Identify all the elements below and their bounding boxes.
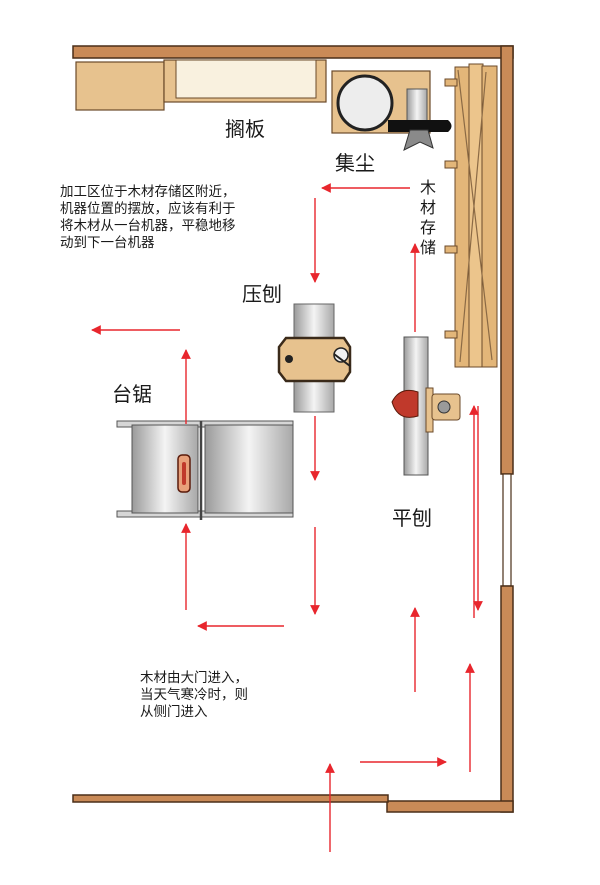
wall-right-lower [500,585,514,813]
dust-motor [406,88,428,124]
dust-duct [388,120,452,132]
rack-bracket-1 [444,78,458,87]
lumber-board-3 [481,65,498,368]
shelf-box-left [75,61,165,111]
jointer-label: 平刨 [392,506,432,530]
jointer-guard [391,389,419,418]
side-door [502,473,512,587]
saw-label: 台锯 [112,382,152,406]
planer-label: 压刨 [242,282,282,306]
jointer [391,336,461,476]
dust-fan [403,129,434,151]
table-saw [116,420,294,520]
entry-note: 木材由大门进入， 当天气寒冷时，则 从侧门进入 [140,670,248,720]
planer-knob [285,355,293,363]
shelf-label: 搁板 [225,117,265,141]
planer-body [277,336,352,383]
wall-top [72,45,514,59]
layout-note: 加工区位于木材存储区附近， 机器位置的摆放，应该有利于 将木材从一台机器，平稳地… [60,184,236,251]
wall-right-upper [500,45,514,475]
dust-drum [336,74,394,132]
walls [72,45,514,813]
lumber-rack [444,63,498,368]
shelf-unit [75,59,327,111]
rack-bracket-2 [444,160,458,169]
lumber-board-2 [468,63,484,368]
shelf-inset [175,59,317,99]
saw-table-right [204,424,294,514]
storage-label: 木材存储 [419,178,436,257]
rack-bracket-3 [444,245,458,254]
dust-label: 集尘 [335,151,375,175]
thickness-planer [277,303,352,413]
wall-bottom-right [386,800,514,813]
wall-bottom-left [72,794,389,803]
rack-bracket-4 [444,330,458,339]
flow-arrows [91,183,483,852]
dust-collector [331,70,452,151]
